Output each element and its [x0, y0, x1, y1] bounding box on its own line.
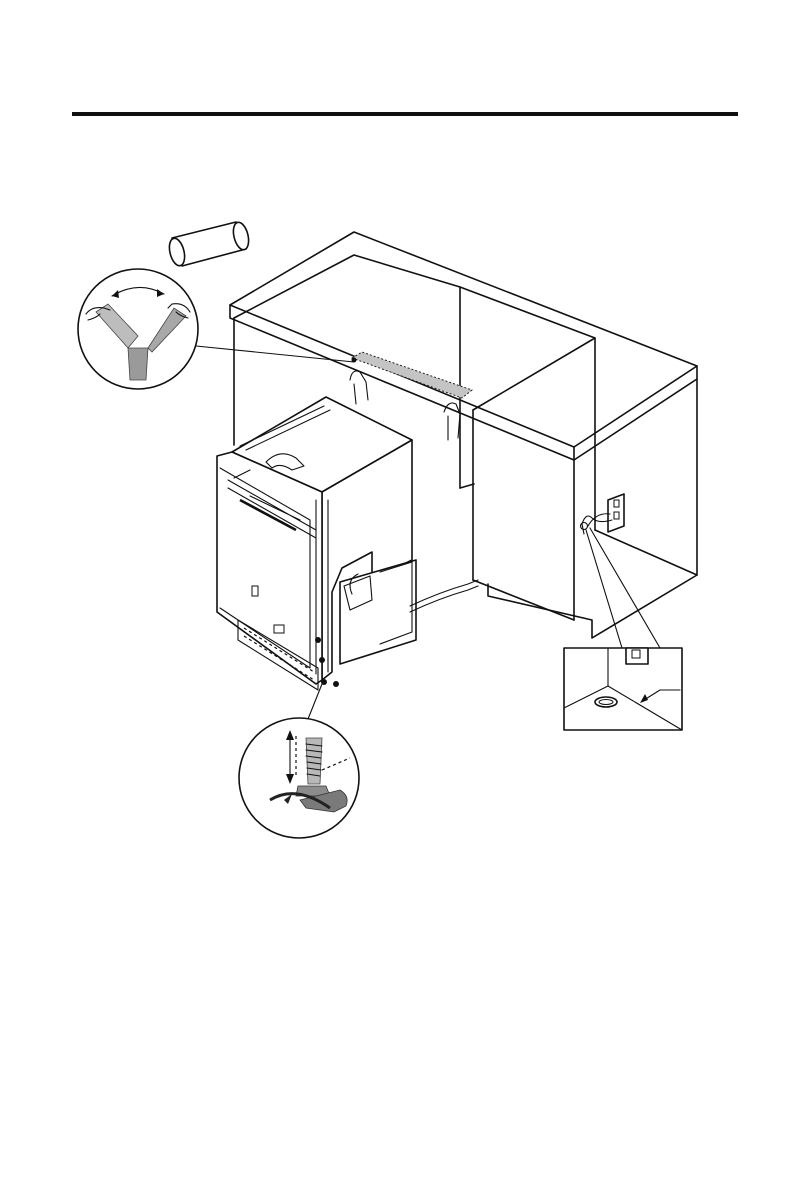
tape-peel-callout: [78, 269, 354, 389]
cabinet-hole-inset: [564, 648, 682, 730]
leveling-foot-callout: [239, 684, 359, 838]
tape-roll-icon: [167, 221, 251, 268]
wall-outlet: [581, 494, 625, 534]
dishwasher-unit: [217, 397, 478, 690]
